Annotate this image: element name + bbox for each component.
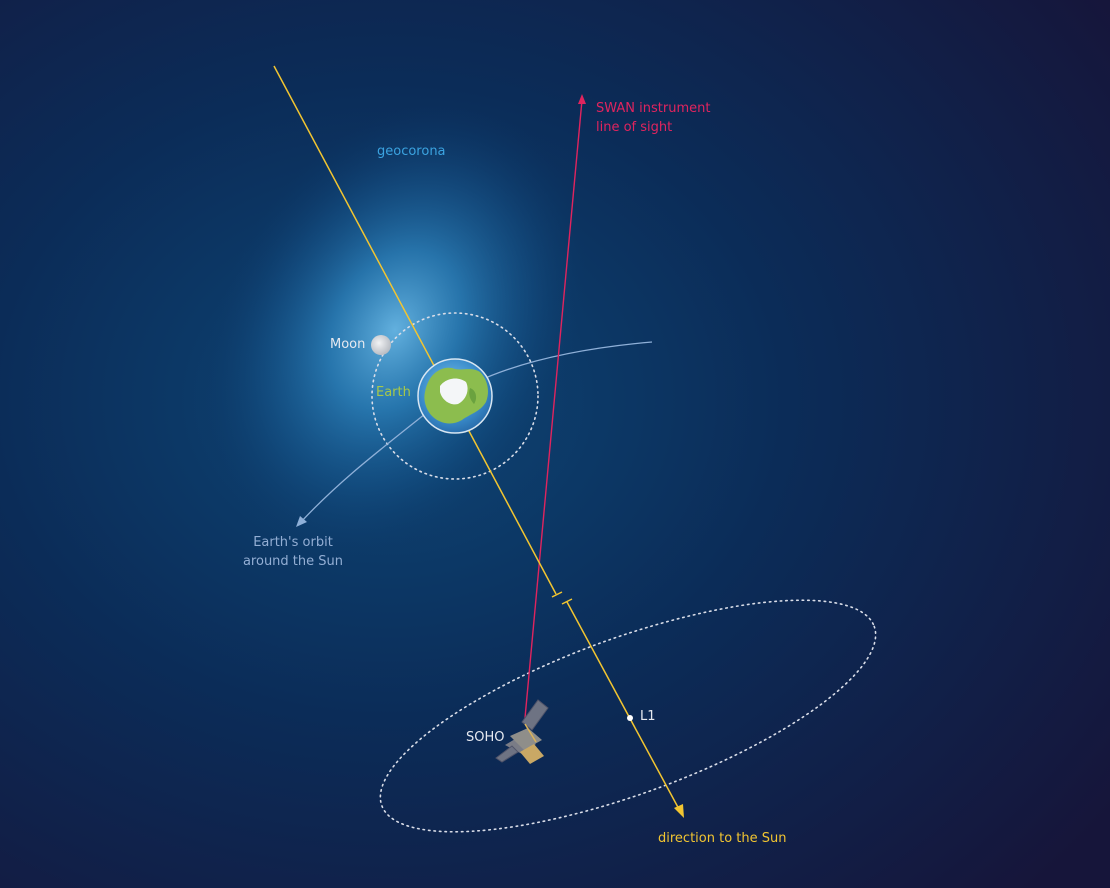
earth-label: Earth (376, 385, 411, 400)
swan-line-of-sight (524, 99, 583, 719)
l1-point (627, 715, 633, 721)
l1-label: L1 (640, 709, 656, 724)
orbit-label-line1: Earth's orbit (253, 535, 333, 550)
geocorona-glow (203, 102, 587, 558)
soho-spacecraft (495, 699, 549, 764)
earth (417, 358, 493, 434)
line-break-tick-top (551, 591, 563, 598)
swan-arrowhead (578, 94, 586, 104)
sun-direction-label: direction to the Sun (658, 831, 786, 846)
moon (371, 335, 391, 355)
orbit-label-line2: around the Sun (243, 554, 343, 569)
moon-label: Moon (330, 337, 365, 352)
earth-orbit-arrowhead (296, 516, 307, 527)
geocorona-label: geocorona (377, 144, 446, 159)
sun-earth-line-lower (566, 601, 681, 812)
sun-direction-arrowhead (674, 804, 684, 818)
swan-label-line1: SWAN instrument (596, 101, 710, 116)
line-break-tick-bottom (561, 598, 573, 605)
swan-label-line2: line of sight (596, 120, 672, 135)
sun-earth-line-upper (273, 65, 557, 595)
soho-label: SOHO (466, 730, 505, 745)
moon-orbit (371, 312, 539, 480)
l1-halo-orbit (379, 599, 877, 833)
